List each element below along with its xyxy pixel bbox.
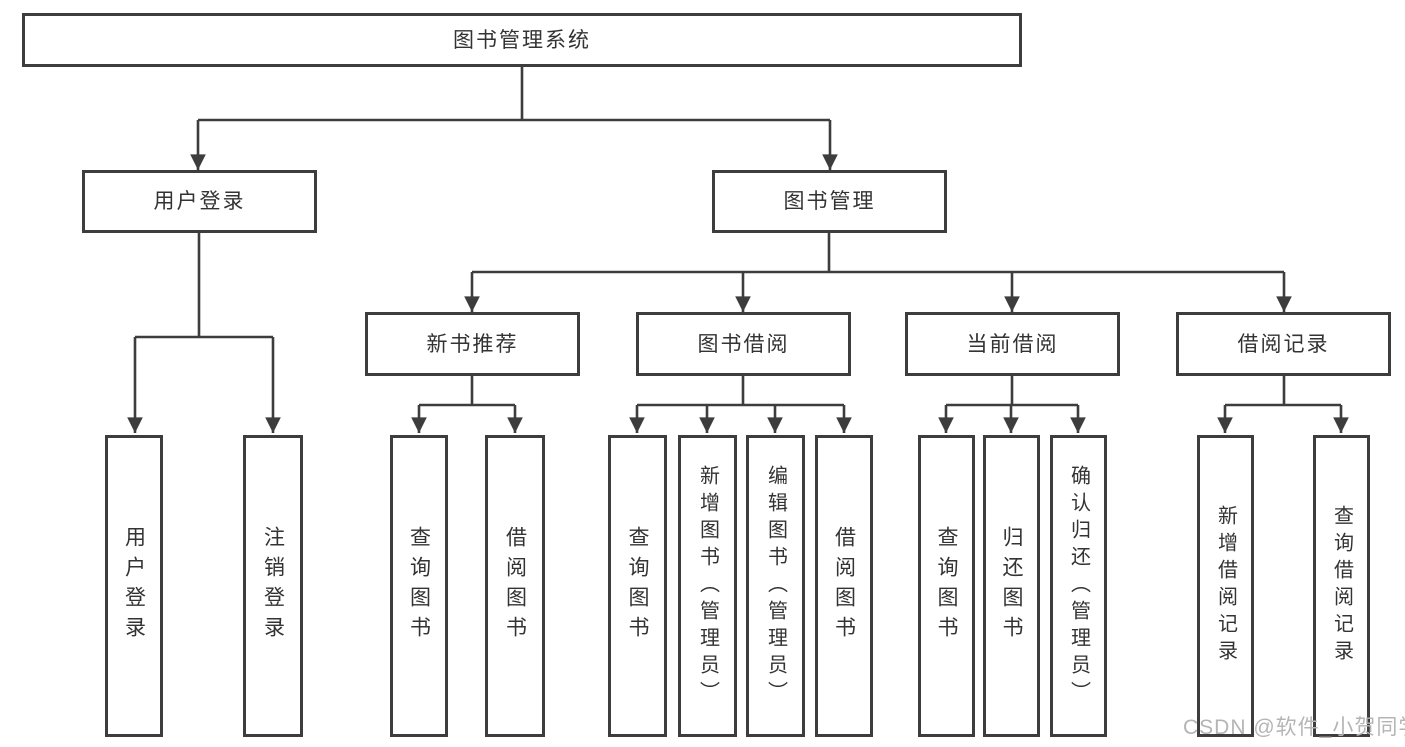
node-borrowing-records: 借阅记录 <box>1176 312 1391 376</box>
node-library-system: 图书管理系统 <box>22 13 1022 67</box>
leaf-add-books-admin: 新增图书（管理员） <box>678 435 737 737</box>
leaf-query-books-current: 查询图书 <box>918 435 975 737</box>
leaf-logout: 注销登录 <box>243 435 303 737</box>
leaf-query-books-recommend: 查询图书 <box>390 435 448 737</box>
node-current-borrowing: 当前借阅 <box>905 312 1120 376</box>
leaf-borrow-books-recommend: 借阅图书 <box>485 435 545 737</box>
leaf-user-login: 用户登录 <box>105 435 163 737</box>
leaf-confirm-return-admin: 确认归还（管理员） <box>1050 435 1107 737</box>
node-book-borrowing: 图书借阅 <box>636 312 851 376</box>
leaf-borrow-books: 借阅图书 <box>815 435 873 737</box>
watermark-text: CSDN @软件_小贺同学 <box>1183 716 1405 739</box>
node-book-management: 图书管理 <box>712 170 947 233</box>
leaf-add-borrow-record: 新增借阅记录 <box>1197 435 1254 737</box>
leaf-edit-books-admin: 编辑图书（管理员） <box>746 435 805 737</box>
leaf-query-borrow-record: 查询借阅记录 <box>1313 435 1370 737</box>
node-user-login: 用户登录 <box>82 170 317 233</box>
leaf-return-books: 归还图书 <box>983 435 1040 737</box>
leaf-query-books-borrowing: 查询图书 <box>608 435 667 737</box>
node-new-book-recommendation: 新书推荐 <box>365 312 580 376</box>
